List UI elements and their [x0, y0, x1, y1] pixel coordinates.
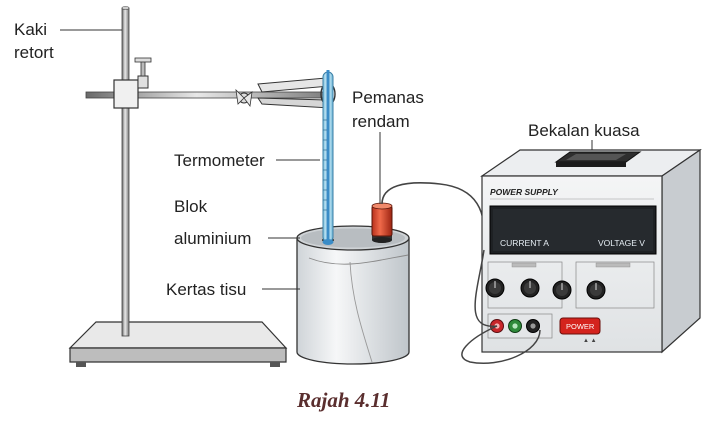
current-label: CURRENT A	[500, 238, 549, 248]
voltage-fine-knob[interactable]	[586, 280, 606, 300]
label-kertas-tisu: Kertas tisu	[166, 280, 246, 299]
label-kaki-retort-2: retort	[14, 43, 54, 62]
power-button-label: POWER	[566, 322, 595, 331]
terminal-black-icon[interactable]	[526, 319, 540, 333]
immersion-heater	[371, 182, 486, 251]
boss-head	[113, 79, 139, 109]
label-pemanas-2: rendam	[352, 112, 410, 131]
power-supply: POWER SUPPLY CURRENT A VOLTAGE V	[461, 148, 702, 364]
ps-title: POWER SUPPLY	[490, 187, 559, 197]
tissue-seam	[308, 254, 409, 265]
current-coarse-knob[interactable]	[485, 278, 505, 298]
tissue-cylinder	[296, 237, 410, 365]
voltage-label: VOLTAGE V	[598, 238, 645, 248]
label-termometer: Termometer	[174, 151, 265, 170]
ps-side	[661, 148, 701, 354]
svg-text:▲ ▲: ▲ ▲	[583, 338, 597, 344]
thermometer	[322, 70, 334, 245]
aluminium-block	[296, 225, 410, 365]
voltage-coarse-knob[interactable]	[552, 280, 572, 300]
retort-rod-cap	[121, 6, 130, 10]
retort-rod	[121, 7, 130, 337]
label-pemanas-1: Pemanas	[352, 88, 424, 107]
retort-base-foot-right	[270, 362, 280, 367]
clamp-jaw	[257, 77, 331, 93]
retort-base-top	[68, 321, 288, 349]
terminal-green-icon[interactable]	[508, 319, 522, 333]
power-button[interactable]	[559, 317, 601, 335]
label-bekalan-kuasa: Bekalan kuasa	[528, 121, 640, 140]
heater-body	[371, 205, 393, 237]
leader-lines	[60, 29, 593, 290]
retort-base-foot-left	[76, 362, 86, 367]
wing-nut-icon[interactable]	[235, 88, 253, 108]
retort-base-front	[69, 347, 287, 363]
label-blok-1: Blok	[174, 197, 208, 216]
current-fine-knob[interactable]	[520, 278, 540, 298]
figure-caption: Rajah 4.11	[296, 388, 390, 412]
lead-wire	[461, 325, 541, 364]
retort-stand	[68, 6, 336, 367]
handle-icon[interactable]	[554, 151, 642, 167]
label-kaki-retort-1: Kaki	[14, 20, 47, 39]
label-blok-2: aluminium	[174, 229, 251, 248]
